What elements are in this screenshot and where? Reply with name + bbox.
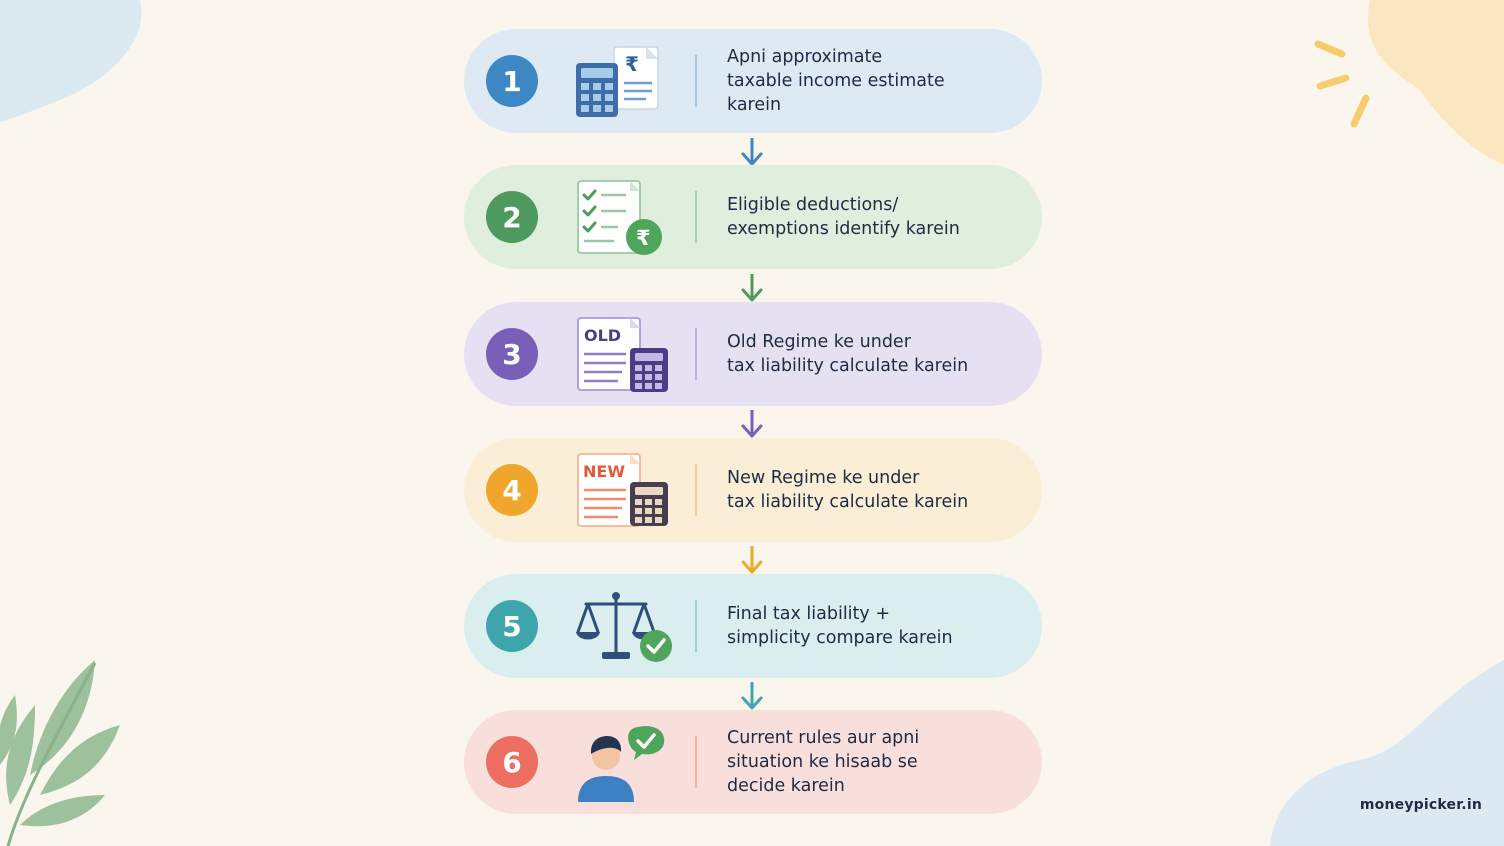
checklist-rupee-icon: ₹ <box>577 180 662 255</box>
step-text-line: situation ke hisaab se <box>727 752 918 772</box>
bottom-right-blob <box>1270 660 1504 846</box>
brand-watermark[interactable]: moneypicker.in <box>1359 797 1482 813</box>
step-number-badge: 3 <box>486 328 538 380</box>
step-number-badge: 6 <box>486 736 538 788</box>
step-text: Apni approximate taxable income estimate… <box>727 29 1027 133</box>
calculator-rupee-document-icon: ₹ <box>576 46 659 117</box>
step-text: Eligible deductions/ exemptions identify… <box>727 165 1027 269</box>
step-text-line: karein <box>727 95 782 115</box>
arrow-down-icon <box>741 138 763 166</box>
step-text-line: taxable income estimate <box>727 71 945 91</box>
step-number-badge: 1 <box>486 55 538 107</box>
step-divider <box>695 600 697 652</box>
step-text: New Regime ke under tax liability calcul… <box>727 438 1027 542</box>
step-text-line: decide karein <box>727 776 845 796</box>
arrow-down-icon <box>741 546 763 574</box>
step-divider <box>695 464 697 516</box>
step-text-line: Current rules aur apni <box>727 728 920 748</box>
arrow-down-icon <box>741 682 763 710</box>
step-divider <box>695 191 697 243</box>
step-divider <box>695 55 697 107</box>
step-3: 3 OLD Old Regime ke under tax liability … <box>464 302 1042 406</box>
old-regime-calculator-icon: OLD <box>577 317 668 392</box>
step-text: Current rules aur apni situation ke hisa… <box>727 710 1027 814</box>
svg-text:₹: ₹ <box>636 226 651 250</box>
balance-scale-check-icon <box>576 592 672 662</box>
step-text-line: tax liability calculate karein <box>727 492 969 512</box>
step-number-badge: 2 <box>486 191 538 243</box>
step-text-line: tax liability calculate karein <box>727 356 969 376</box>
top-right-blob <box>1368 0 1504 165</box>
step-text-line: New Regime ke under <box>727 468 920 488</box>
step-text-line: Eligible deductions/ <box>727 195 899 215</box>
step-text: Old Regime ke under tax liability calcul… <box>727 302 1027 406</box>
icon-label: NEW <box>583 462 625 481</box>
icon-label: OLD <box>584 326 621 345</box>
step-2: 2 ₹ Eligible deductions/ exemptions iden… <box>464 165 1042 269</box>
step-text-line: Old Regime ke under <box>727 332 911 352</box>
step-text: Final tax liability + simplicity compare… <box>727 574 1027 678</box>
svg-text:₹: ₹ <box>625 52 639 76</box>
step-number-badge: 4 <box>486 464 538 516</box>
step-text-line: simplicity compare karein <box>727 628 953 648</box>
step-6: 6 Current rules aur apni situation ke hi… <box>464 710 1042 814</box>
arrow-down-icon <box>741 274 763 302</box>
step-4: 4 NEW New Regime ke under tax liability … <box>464 438 1042 542</box>
new-regime-calculator-icon: NEW <box>577 453 668 527</box>
step-text-line: exemptions identify karein <box>727 219 960 239</box>
top-left-blob <box>0 0 142 122</box>
step-5: 5 Final tax liability + simplicity compa… <box>464 574 1042 678</box>
step-1: 1 ₹ Apni approximate taxable income esti… <box>464 29 1042 133</box>
arrow-down-icon <box>741 410 763 438</box>
step-text-line: Apni approximate <box>727 47 883 67</box>
step-divider <box>695 328 697 380</box>
step-number-badge: 5 <box>486 600 538 652</box>
step-divider <box>695 736 697 788</box>
step-text-line: Final tax liability + <box>727 604 890 624</box>
person-check-bubble-icon <box>578 726 665 802</box>
sun-rays-icon <box>1314 40 1370 128</box>
leaf-branch-icon <box>0 660 120 846</box>
